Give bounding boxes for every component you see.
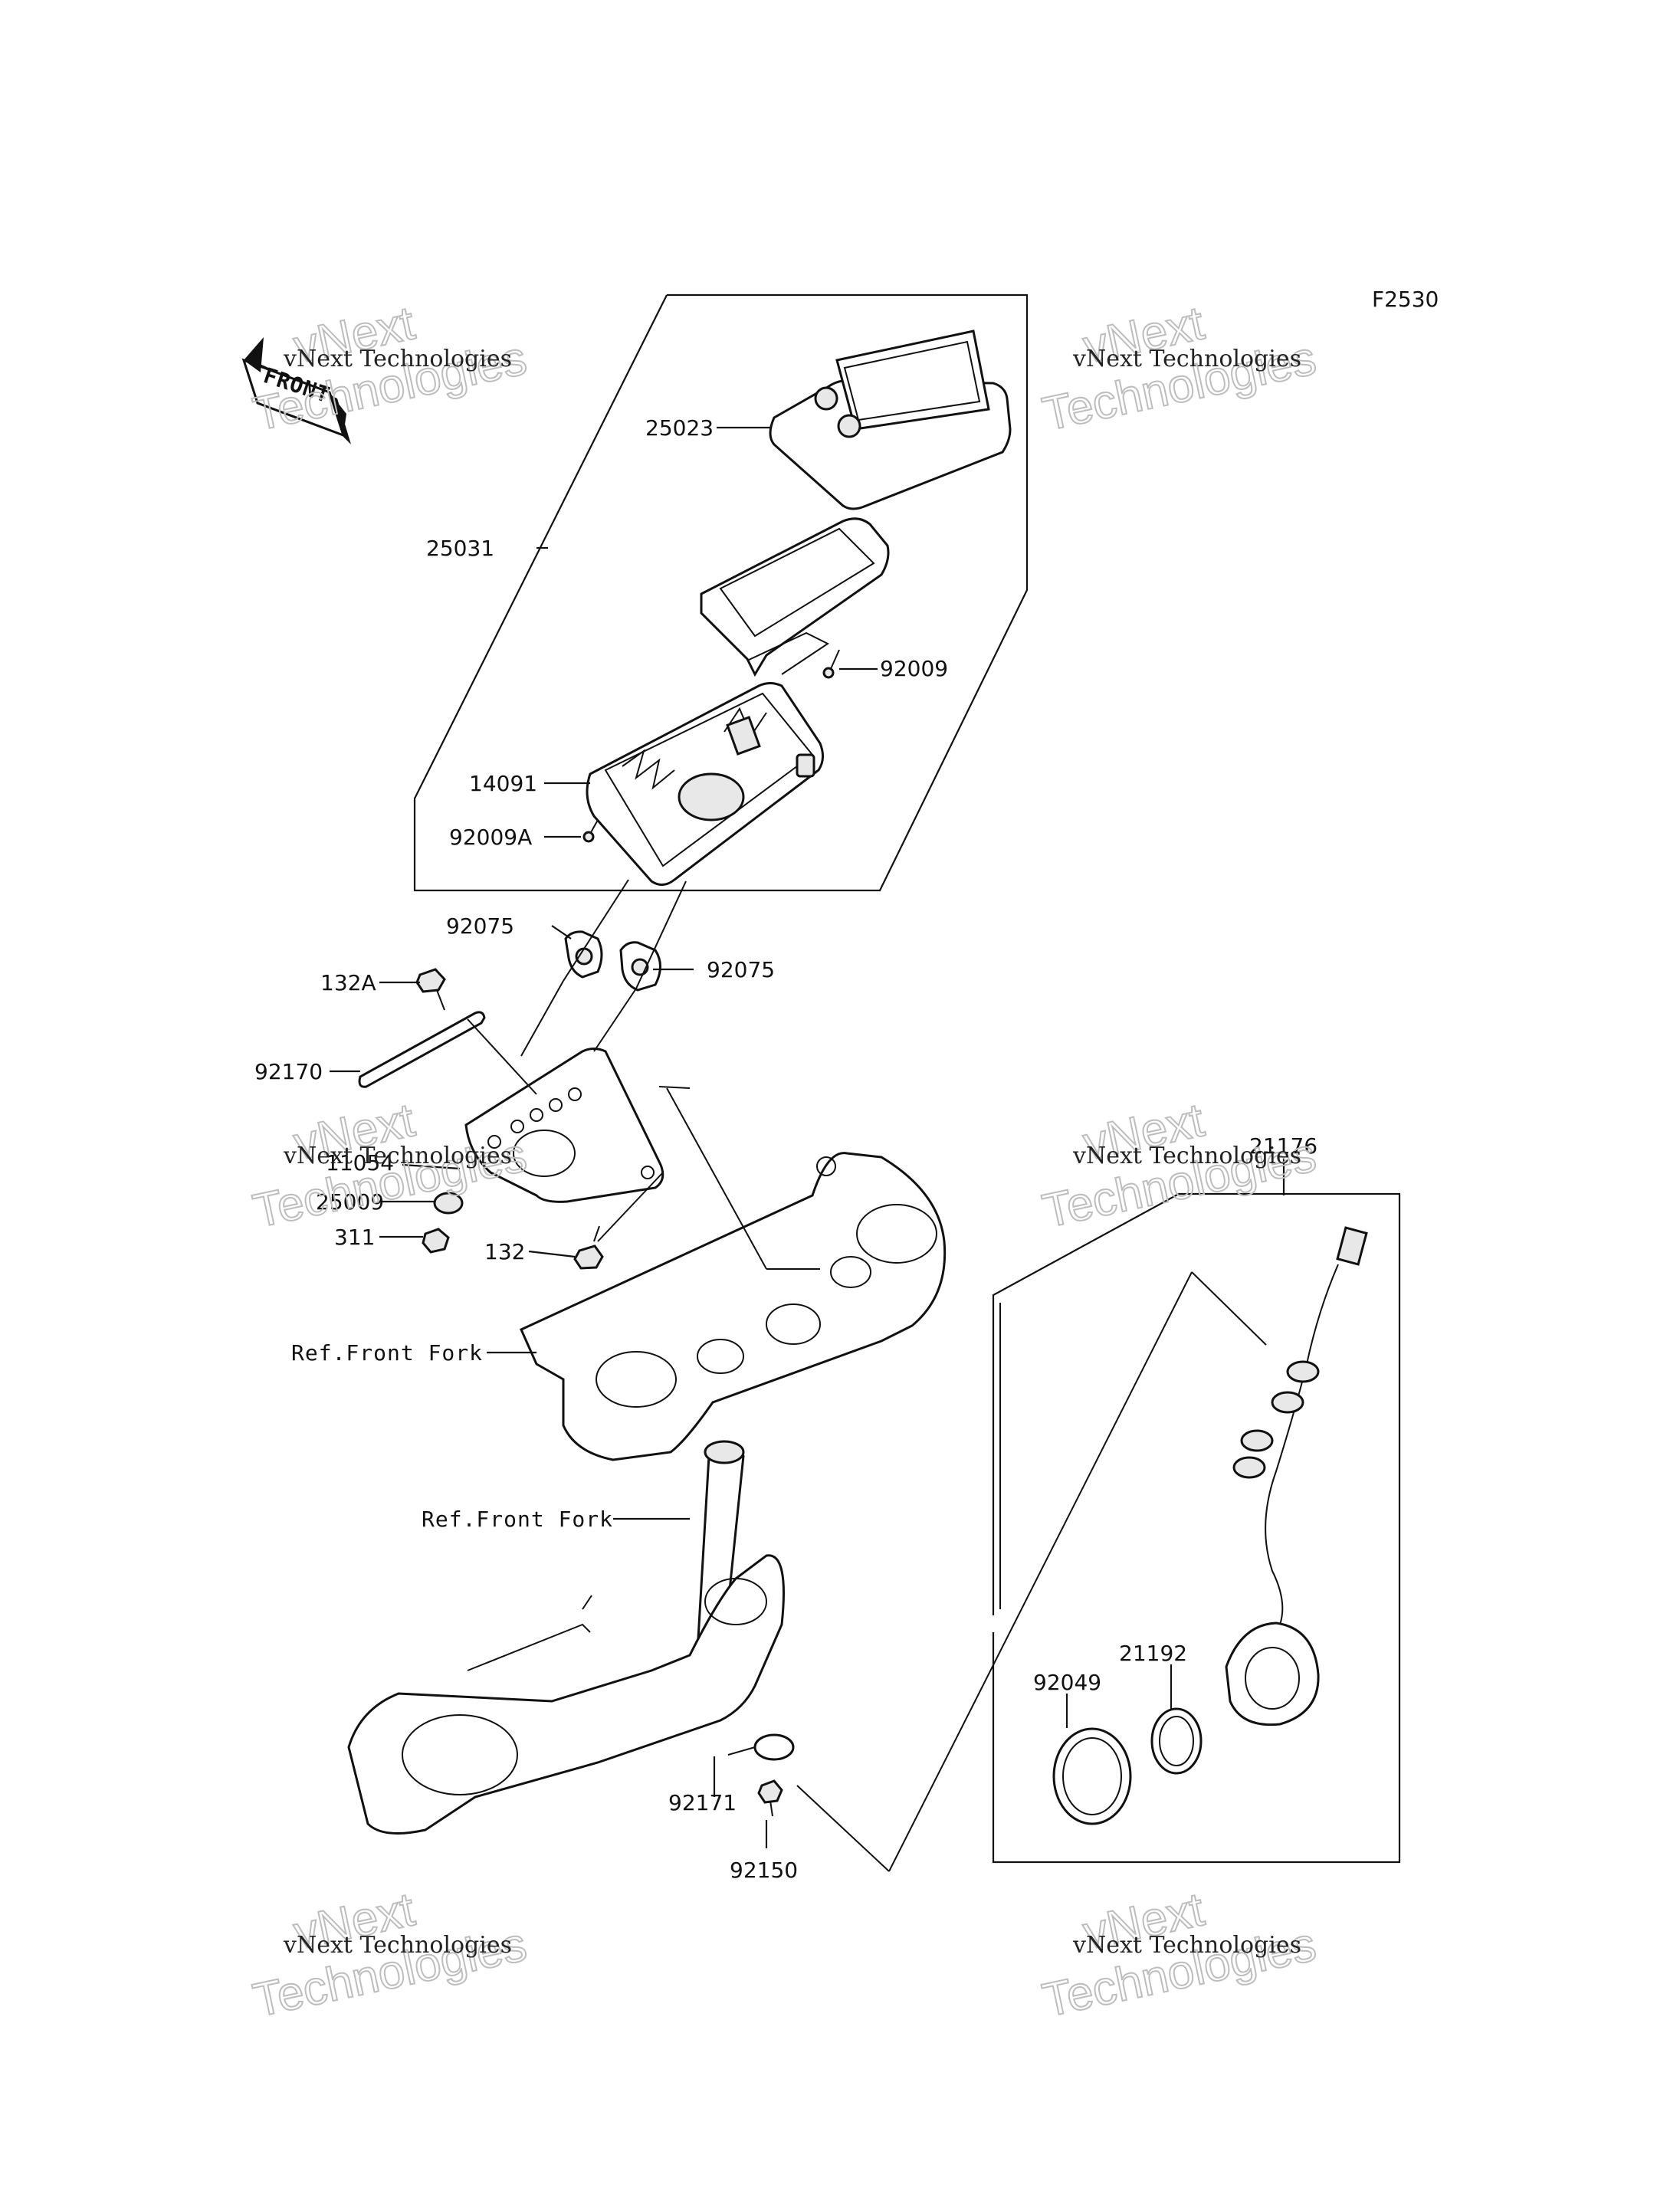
- label-14091: 14091: [469, 771, 537, 796]
- meter-stay: [464, 1048, 664, 1203]
- svg-text:vNext Technologies: vNext Technologies: [1072, 1143, 1301, 1169]
- bolt-132A: [415, 968, 446, 1011]
- label-21176: 21176: [1249, 1133, 1317, 1159]
- svg-text:vNext Technologies: vNext Technologies: [283, 1932, 512, 1959]
- watermark-bottom-right: vNext Technologies vNext Technologies: [1038, 1882, 1321, 2028]
- label-92171: 92171: [668, 1790, 737, 1815]
- label-25009: 25009: [316, 1189, 384, 1215]
- bolt-92150: [757, 1779, 783, 1817]
- clip-21192: [1150, 1707, 1203, 1775]
- upper-bracket: [520, 1152, 947, 1461]
- lower-case: [586, 682, 824, 886]
- svg-text:vNext Technologies: vNext Technologies: [1072, 346, 1301, 372]
- label-92009A: 92009A: [449, 825, 532, 850]
- bolt-132: [573, 1225, 604, 1270]
- label-25031: 25031: [426, 536, 494, 561]
- svg-text:vNext Technologies: vNext Technologies: [283, 1143, 512, 1169]
- watermark-bottom-left: vNext Technologies vNext Technologies: [248, 1882, 532, 2028]
- label-ref-front-fork-lower: Ref.Front Fork: [422, 1507, 613, 1532]
- sensor-boundary: [992, 1192, 1401, 1864]
- assembly-boundary: [413, 293, 1029, 892]
- label-11054: 11054: [326, 1150, 394, 1176]
- label-25023: 25023: [645, 415, 714, 441]
- label-92150: 92150: [730, 1858, 798, 1883]
- watermark-mid-right: vNext Technologies vNext Technologies: [1038, 1093, 1321, 1238]
- washer-25009: [433, 1192, 464, 1215]
- watermark-top-left: vNext Technologies vNext Technologies: [248, 296, 532, 441]
- label-ref-front-fork-upper: Ref.Front Fork: [291, 1340, 483, 1366]
- watermark-top-right: vNext Technologies vNext Technologies: [1038, 296, 1321, 441]
- meter-unit: [700, 517, 890, 677]
- label-92170: 92170: [254, 1059, 323, 1084]
- label-21192: 21192: [1119, 1641, 1187, 1666]
- label-92049: 92049: [1033, 1670, 1101, 1695]
- label-132: 132: [484, 1239, 525, 1264]
- label-311: 311: [334, 1225, 375, 1250]
- svg-text:vNext Technologies: vNext Technologies: [1072, 1932, 1301, 1959]
- label-92075-left: 92075: [446, 913, 514, 939]
- lower-bracket: [347, 1440, 785, 1835]
- screw-92009: [822, 649, 840, 679]
- front-arrow-icon: FRONT: [241, 337, 351, 444]
- seal-92049: [1052, 1727, 1132, 1825]
- nut-311: [422, 1228, 450, 1254]
- screw-92009A: [582, 819, 599, 843]
- figure-code: F2530: [1372, 287, 1439, 312]
- svg-text:vNext Technologies: vNext Technologies: [283, 346, 512, 372]
- leader-lines: [330, 426, 1285, 1872]
- label-92075-right: 92075: [707, 957, 775, 982]
- label-132A: 132A: [320, 970, 376, 995]
- clamp-92171: [727, 1733, 795, 1761]
- band-92170: [358, 1011, 486, 1088]
- meter-cover: [769, 330, 1012, 510]
- label-92009: 92009: [880, 656, 948, 681]
- speed-sensor: [1225, 1226, 1368, 1726]
